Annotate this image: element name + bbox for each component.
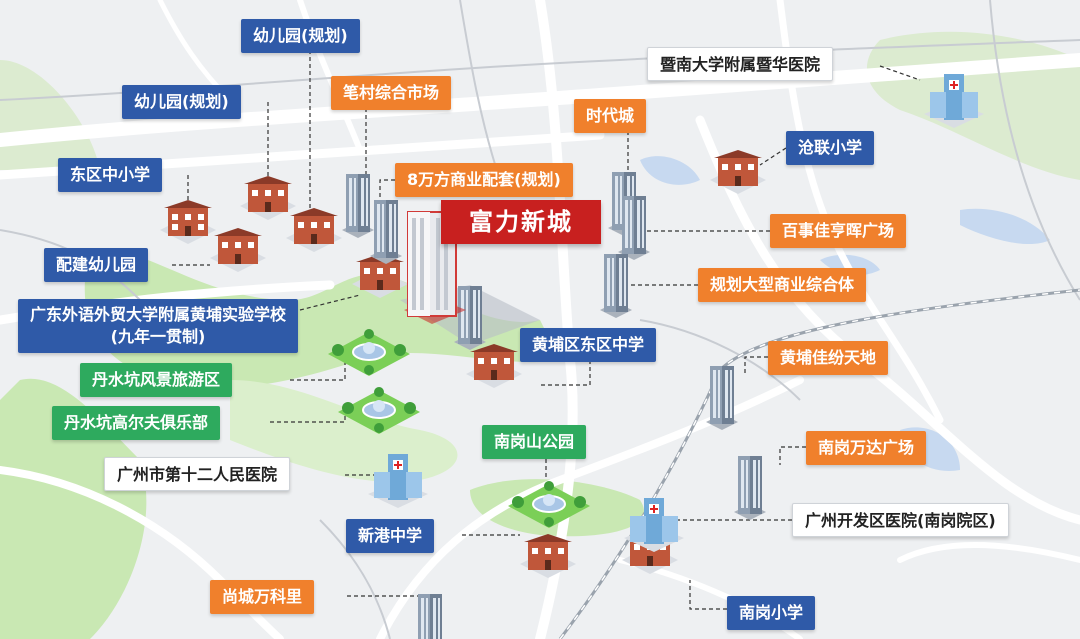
label-canglian-school: 沧联小学 [786,131,875,165]
label-nangang-wanda: 南岗万达广场 [806,431,927,465]
label-nangang-primary: 南岗小学 [727,596,816,630]
school-building-icon [352,254,408,298]
label-huangpu-jiafen: 黄埔佳纷天地 [768,341,889,375]
park-fountain-icon [338,387,420,434]
office-tower-icon [454,286,486,350]
label-baishijia-plaza: 百事佳亨晖广场 [770,214,907,248]
hospital-icon [924,74,984,128]
label-danshuikeng-scenic: 丹水坑风景旅游区 [80,363,233,397]
label-huangpu-dongqu-middle: 黄埔区东区中学 [520,328,657,362]
project-title: 富力新城 [441,200,601,244]
label-kindergarten-plan-1: 幼儿园(规划) [241,19,360,53]
school-building-icon [520,534,576,578]
office-tower-icon [618,196,650,260]
label-danshuikeng-golf: 丹水坑高尔夫俱乐部 [52,406,221,440]
label-shidai-city: 时代城 [574,99,647,133]
park-fountain-icon [508,481,590,528]
label-planned-complex: 规划大型商业综合体 [698,268,867,302]
label-shangcheng-vanke: 尚城万科里 [210,580,315,614]
office-tower-icon [370,200,402,264]
park-fountain-icon [328,329,410,376]
label-bicun-market: 笔村综合市场 [331,76,452,110]
hospital-icon [368,454,428,508]
label-xingang-school: 新港中学 [346,519,435,553]
hospital-icon [624,498,684,552]
label-support-kindergarten: 配建幼儿园 [44,248,149,282]
office-tower-icon [418,594,442,639]
label-nangangshan-park: 南岗山公园 [482,425,587,459]
school-building-icon [286,208,342,252]
school-building-icon [160,200,216,244]
label-commerce-80k: 8万方商业配套(规划) [395,163,573,197]
label-jinan-hospital: 暨南大学附属暨华医院 [647,47,834,81]
office-tower-icon [734,456,766,520]
label-kindergarten-plan-2: 幼儿园(规划) [122,85,241,119]
office-tower-icon [342,174,374,238]
school-building-icon [240,176,296,220]
label-gz-12th-hospital: 广州市第十二人民医院 [104,457,291,491]
office-tower-icon [706,366,738,430]
school-building-icon [466,344,522,388]
school-building-icon [210,228,266,272]
label-kaifaqu-hospital: 广州开发区医院(南岗院区) [792,503,1009,537]
label-dongqu-school: 东区中小学 [58,158,163,192]
office-tower-icon [600,254,632,318]
project-tower-icon [404,211,466,324]
school-building-icon [710,150,766,194]
label-gdufs-school: 广东外语外贸大学附属黄埔实验学校(九年一贯制) [18,299,298,353]
